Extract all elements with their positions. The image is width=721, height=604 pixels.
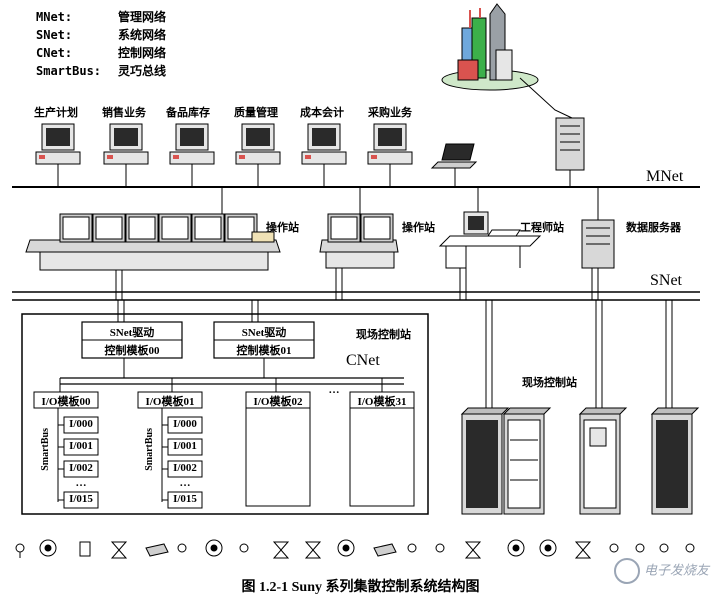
io00-ch-ellipsis: … [75,477,87,489]
io-board-02-body [245,407,311,507]
io-board-02-label: I/O模板02 [253,396,303,408]
io00-ch-000: I/000 [69,418,93,430]
engineer-station-desk [438,211,542,269]
io00-ch-001: I/001 [69,440,93,452]
field-station-label-right: 现场控制站 [522,376,577,389]
io-board-00-box [33,391,99,409]
operator-console-small [319,213,399,269]
operator-console-large [25,213,281,271]
legend-row-smartbus: SmartBus:灵巧总线 [36,64,167,78]
cabinet-group-1 [460,407,552,515]
label-quality: 质量管理 [234,106,278,119]
io01-ch-000: I/000 [173,418,197,430]
io00-ch-002: I/002 [69,462,93,474]
io01-ch-002: I/002 [173,462,197,474]
driver-board-00-line2: 控制模板00 [104,345,160,357]
operator-station-label-2: 操作站 [402,221,435,234]
io-board-ellipsis: … [328,384,340,396]
operator-station-label-1: 操作站 [266,221,299,234]
io01-ch-015: I/015 [173,493,197,505]
network-legend: MNet:管理网络 SNet:系统网络 CNet:控制网络 SmartBus:灵… [36,8,166,80]
label-sales: 销售业务 [102,106,146,119]
management-pc-group [35,123,413,187]
watermark: 电子发烧友 [613,558,709,584]
io-board-01-box [137,391,203,409]
driver-board-01-line2: 控制模板01 [236,345,292,357]
label-production-plan: 生产计划 [34,106,78,119]
smartbus-label-01: SmartBus [144,428,155,471]
laptop-icon [430,143,478,187]
figure-caption: 图 1.2-1 Suny 系列集散控制系统结构图 [241,580,480,595]
snet-label: SNet [650,272,682,289]
cnet-label: CNet [346,352,380,369]
io00-ch-015: I/015 [69,493,93,505]
mnet-server-icon [555,117,585,171]
smartbus-label-00: SmartBus [40,428,51,471]
data-server-label: 数据服务器 [626,221,681,234]
io-board-31-body [349,407,415,507]
mnet-label: MNet [646,168,684,185]
label-cost-accounting: 成本会计 [300,106,344,119]
io01-ch-ellipsis: … [179,477,191,489]
label-procurement: 采购业务 [368,106,412,119]
legend-row-cnet: CNet:控制网络 [36,46,167,60]
io01-ch-001: I/001 [173,440,197,452]
enterprise-building-icon [441,3,539,91]
engineer-station-label: 工程师站 [520,221,564,234]
io-board-00-label: I/O模板00 [41,396,91,408]
driver-board-00-line1: SNet驱动 [109,327,155,339]
cabinet-3 [650,407,700,515]
legend-row-snet: SNet:系统网络 [36,28,167,42]
field-instruments-row [15,539,695,559]
cabinet-2 [578,407,628,515]
label-spare-parts: 备品库存 [166,106,210,119]
data-server-icon [581,219,615,269]
watermark-logo-icon [613,558,640,584]
io-board-31-label: I/O模板31 [357,396,407,408]
legend-row-mnet: MNet:管理网络 [36,10,167,24]
driver-board-01-line1: SNet驱动 [241,327,287,339]
io-board-01-label: I/O模板01 [145,396,195,408]
field-station-label: 现场控制站 [356,328,411,341]
